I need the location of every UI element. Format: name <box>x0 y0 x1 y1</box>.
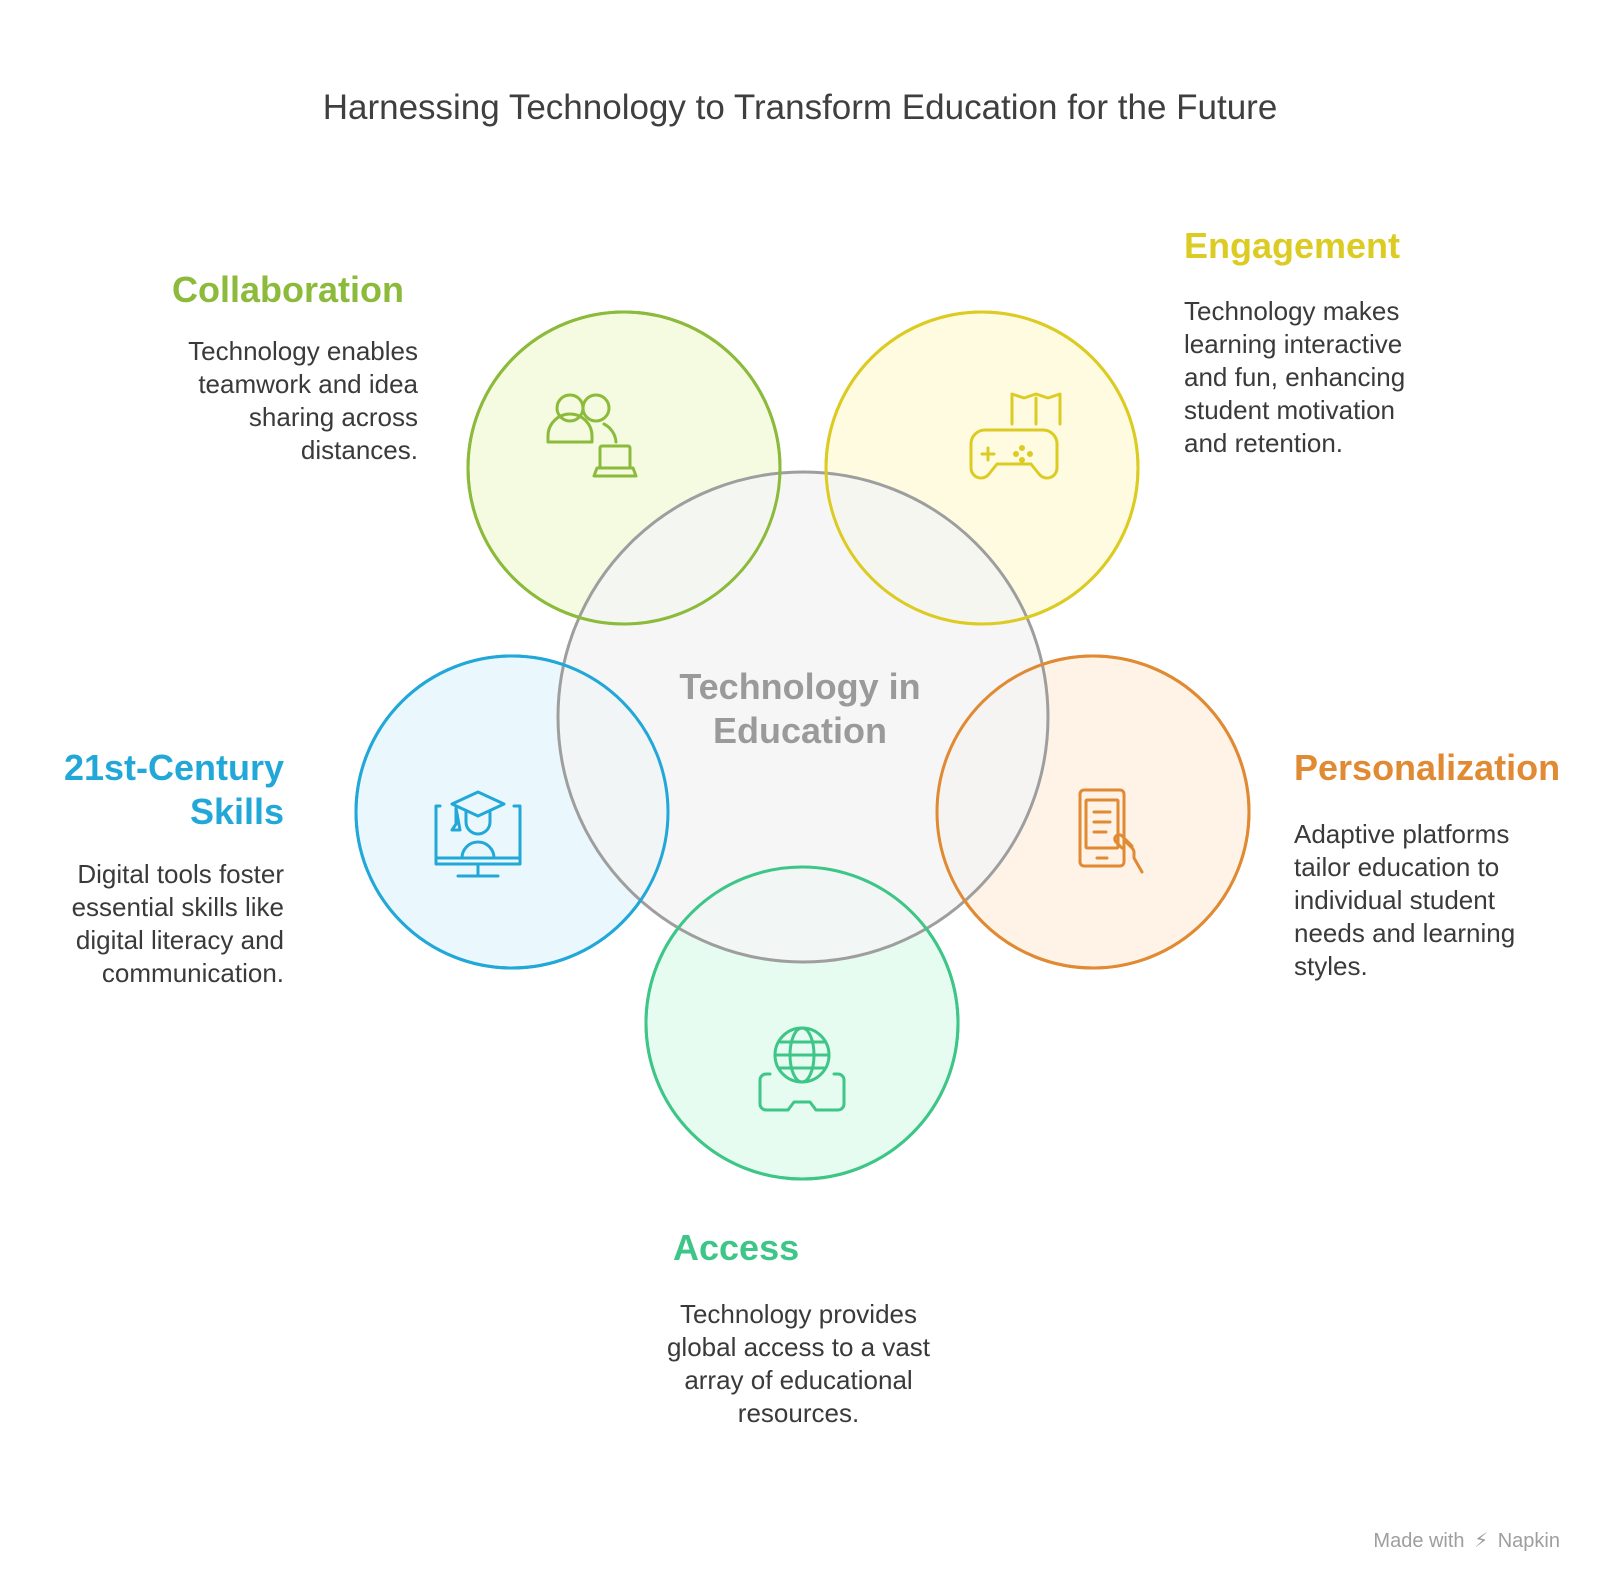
center-label: Technology in Education <box>600 665 1000 753</box>
engagement-circle-outline <box>824 310 1140 626</box>
personalization-circle-outline <box>935 654 1251 970</box>
napkin-brand: Napkin <box>1497 1530 1560 1552</box>
center-circle <box>556 470 1050 964</box>
diagram-title: Harnessing Technology to Transform Educa… <box>322 88 1278 127</box>
access-circle-outline <box>644 865 960 1181</box>
collaboration-description: Technology enables teamwork and idea sha… <box>188 336 418 465</box>
team-laptop-icon <box>546 393 638 478</box>
globe-vr-icon <box>758 1026 846 1112</box>
graduate-monitor-icon <box>434 790 522 878</box>
skills-title: 21st-Century Skills <box>40 746 284 834</box>
center-label-line1: Technology in <box>679 666 921 707</box>
made-with-napkin[interactable]: Made with ⚡ Napkin <box>1373 1528 1560 1553</box>
gamepad-book-icon <box>969 392 1062 480</box>
personalization-description: Adaptive platforms tailor education to i… <box>1294 819 1516 981</box>
engagement-description: Technology makes learning interactive an… <box>1184 296 1406 458</box>
access-title: Access <box>673 1227 800 1268</box>
engagement-title: Engagement <box>1184 225 1401 266</box>
collaboration-title: Collaboration <box>172 269 404 310</box>
skills-description: Digital tools foster essential skills li… <box>71 859 284 988</box>
skills-title-line1: 21st-Century <box>63 747 284 788</box>
access-description: Technology provides global access to a v… <box>666 1299 931 1428</box>
collaboration-circle-outline <box>466 310 782 626</box>
made-with-text: Made with <box>1373 1530 1465 1552</box>
napkin-logo-icon: ⚡ <box>1474 1530 1489 1552</box>
tablet-hand-icon <box>1078 788 1144 874</box>
skills-title-line2: Skills <box>189 791 284 832</box>
personalization-title: Personalization <box>1294 747 1561 788</box>
center-label-line2: Education <box>712 710 887 751</box>
skills-circle-outline <box>354 654 670 970</box>
